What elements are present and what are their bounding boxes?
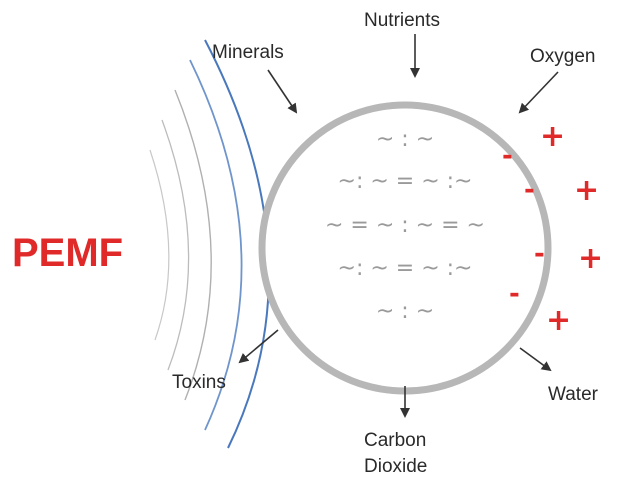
pemf-label: PEMF bbox=[12, 231, 123, 275]
minus-sign-2: - bbox=[524, 175, 535, 205]
minus-sign-4: - bbox=[509, 279, 520, 309]
cell-row-4: ~: ~ = ~ :~ bbox=[338, 256, 473, 281]
water-label: Water bbox=[548, 384, 599, 405]
cell-row-1: ~ : ~ bbox=[376, 127, 434, 152]
plus-sign-3: + bbox=[578, 241, 603, 276]
toxins-arrow bbox=[238, 329, 279, 364]
charges: - - - - + + + + bbox=[502, 119, 603, 338]
cell-row-3: ~ = ~ : ~ = ~ bbox=[325, 213, 485, 238]
plus-sign-2: + bbox=[574, 173, 599, 208]
cell-row-2: ~: ~ = ~ :~ bbox=[338, 169, 473, 194]
minus-sign-1: - bbox=[502, 141, 513, 171]
oxygen-label: Oxygen bbox=[530, 46, 595, 67]
minus-sign-3: - bbox=[534, 239, 545, 269]
wave-arc-2 bbox=[161, 119, 190, 371]
wave-arc-4 bbox=[189, 59, 243, 431]
plus-sign-1: + bbox=[540, 119, 565, 154]
cell-contents: ~ : ~ ~: ~ = ~ :~ ~ = ~ : ~ = ~ ~: ~ = ~… bbox=[325, 127, 485, 324]
cell-row-5: ~ : ~ bbox=[376, 299, 434, 324]
toxins-label: Toxins bbox=[172, 372, 226, 393]
wave-arc-3 bbox=[174, 89, 212, 401]
water-arrow bbox=[519, 347, 552, 372]
plus-sign-4: + bbox=[546, 303, 571, 338]
flow-arrows bbox=[238, 34, 559, 418]
minerals-arrow bbox=[267, 69, 298, 114]
nutrients-label: Nutrients bbox=[364, 10, 440, 31]
wave-arc-1 bbox=[149, 149, 170, 341]
carbon-dioxide-label-line1: Carbon bbox=[364, 430, 426, 451]
oxygen-arrow bbox=[518, 71, 559, 114]
carbon-dioxide-label-line2: Dioxide bbox=[364, 456, 427, 477]
minerals-label: Minerals bbox=[212, 42, 284, 63]
